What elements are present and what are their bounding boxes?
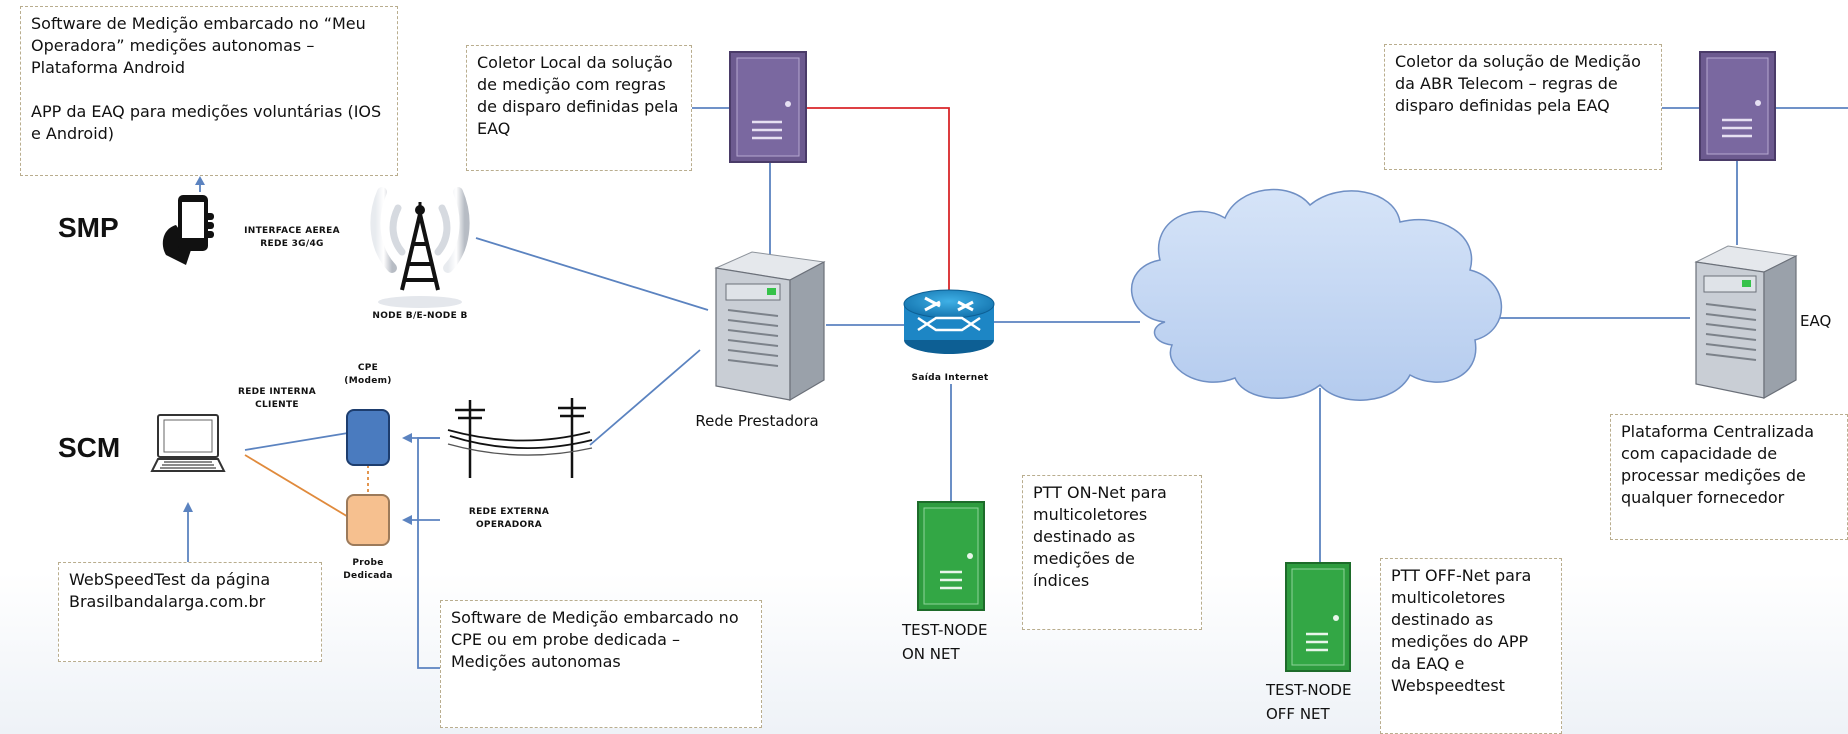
label-cpe-modem: CPE (Modem) [344,363,392,386]
label-rede-interna: REDE INTERNA CLIENTE [237,387,317,410]
note-ptt-on-net: PTT ON-Net para multicoletores destinado… [1022,475,1202,630]
label-interface-aerea: INTERFACE AEREA REDE 3G/4G [244,226,340,249]
note-ptt-off-net: PTT OFF-Net para multicoletores destinad… [1380,558,1562,734]
label-smp: SMP [58,212,119,243]
note-software-cpe: Software de Medição embarcado no CPE ou … [440,600,762,728]
probe-icon [346,494,390,546]
label-rede-externa: REDE EXTERNA OPERADORA [468,507,550,530]
label-probe-dedicada: Probe Dedicada [343,558,393,581]
note-plataforma-centralizada: Plataforma Centralizada com capacidade d… [1610,414,1848,540]
label-saida-internet: Saída Internet [911,373,989,383]
rede-prestadora-server-icon [714,251,826,402]
test-node-off-net-server-icon [1285,562,1351,672]
internet-cloud [1131,188,1503,401]
arrowhead-note [195,176,205,185]
link-laptop-probe [244,454,351,519]
note-coletor-local: Coletor Local da solução de medição com … [466,45,692,171]
link-pole-prestadora [589,349,701,446]
link-tower-prestadora [475,237,709,311]
cpe-modem-icon [346,409,390,466]
label-test-node-off: TEST-NODE OFF NET [1266,681,1352,723]
label-eaq: EAQ [1800,312,1832,330]
connection-lines [183,107,1848,669]
smartphone-icon [162,195,214,265]
router-icon [903,289,995,354]
test-node-on-net-server-icon [917,501,985,611]
radio-tower-icon [370,187,470,308]
link-coletor-local-router [806,107,950,292]
coletor-abr-server-icon [1699,51,1776,161]
note-coletor-abr: Coletor da solução de Medição da ABR Tel… [1384,44,1662,170]
note-software-meu-operadora: Software de Medição embarcado no “Meu Op… [20,6,398,176]
arrowhead-probe [402,515,412,525]
arrowhead-cpe [402,433,412,443]
label-rede-prestadora: Rede Prestadora [695,412,819,430]
link-laptop-cpe [244,432,349,451]
coletor-local-server-icon [729,51,807,163]
label-node-b: NODE B/E-NODE B [372,311,468,321]
note-webspeedtest: WebSpeedTest da página Brasilbandalarga.… [58,562,322,662]
laptop-icon [150,414,226,472]
label-scm: SCM [58,432,121,463]
arrowhead-laptop [183,502,193,512]
label-test-node-on: TEST-NODE ON NET [902,621,988,663]
utility-pole-icon [447,398,593,478]
eaq-server-icon [1694,245,1798,400]
link-software-cpe-bracket [417,437,440,669]
